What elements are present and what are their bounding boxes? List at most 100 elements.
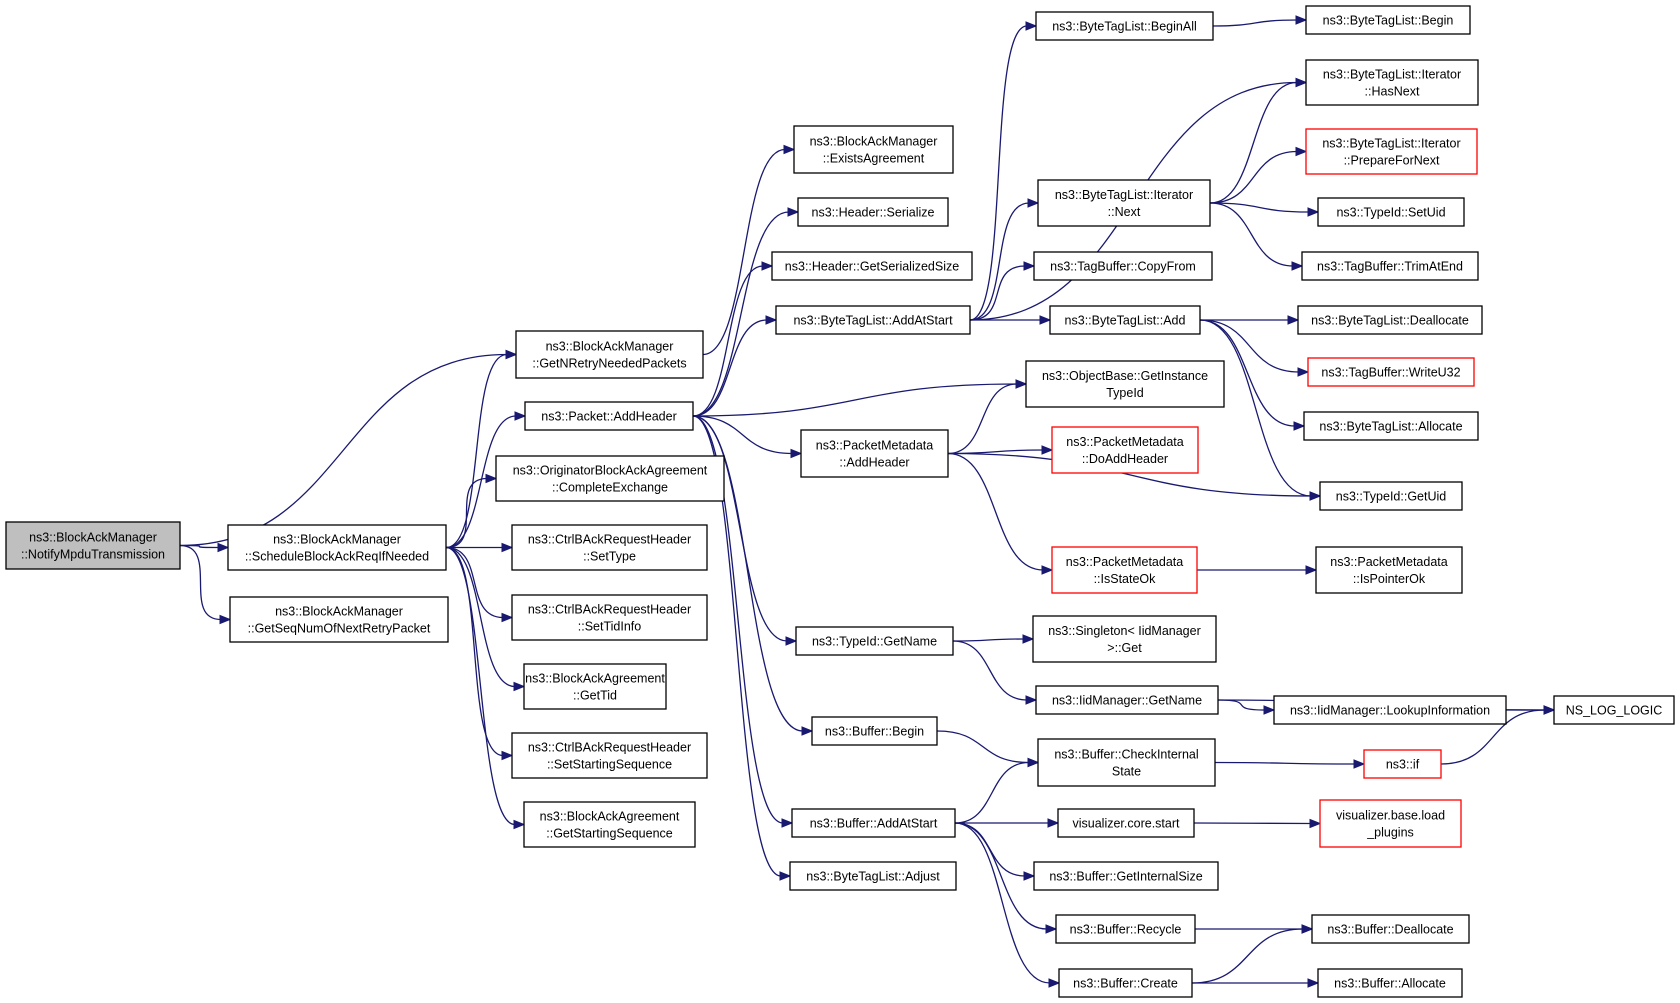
- edge-line: [692, 415, 793, 455]
- node-box: [1319, 481, 1463, 511]
- graph-node-ns3-blockackmanager-existsagreement[interactable]: ns3::BlockAckManager::ExistsAgreement: [793, 125, 954, 174]
- graph-node-visualizer-base-load-plugins[interactable]: visualizer.base.load_plugins: [1319, 799, 1462, 848]
- graph-node-ns3-typeid-setuid[interactable]: ns3::TypeId::SetUid: [1317, 197, 1465, 227]
- node-box: [523, 663, 667, 710]
- graph-node-ns3-bytetaglist-begin[interactable]: ns3::ByteTagList::Begin: [1305, 5, 1471, 35]
- graph-node-ns3-ctrlbackrequestheader-settype[interactable]: ns3::CtrlBAckRequestHeader::SetType: [511, 524, 708, 571]
- graph-node-ns3-buffer-addatstart[interactable]: ns3::Buffer::AddAtStart: [791, 808, 956, 838]
- graph-node-ns3-buffer-create[interactable]: ns3::Buffer::Create: [1058, 968, 1193, 998]
- graph-node-ns3-singleton-iidmanager-get[interactable]: ns3::Singleton< IidManager>::Get: [1032, 615, 1217, 663]
- edge-line: [969, 25, 1028, 321]
- graph-node-ns3-typeid-getname[interactable]: ns3::TypeId::GetName: [795, 626, 954, 656]
- edge-arrowhead: [1023, 261, 1036, 271]
- call-edge-pmaddheader-to-pmdoadd: [947, 445, 1054, 455]
- edge-line: [1217, 699, 1266, 711]
- node-label-line: ns3::BlockAckAgreement: [540, 810, 680, 824]
- call-edge-tidgetname-to-iidgetname: [952, 640, 1038, 705]
- graph-node-ns3-header-getserializedsize[interactable]: ns3::Header::GetSerializedSize: [771, 251, 973, 281]
- call-nodes: ns3::BlockAckManager::NotifyMpduTransmis…: [5, 5, 1675, 998]
- call-edge-addheader-to-btladdatstart: [692, 315, 778, 417]
- node-label-line: ::SetStartingSequence: [547, 758, 672, 772]
- call-edge-bufaddatstart-to-bufcheck: [954, 757, 1040, 824]
- graph-node-ns3-packetmetadata-ispointerok[interactable]: ns3::PacketMetadata::IsPointerOk: [1315, 546, 1463, 594]
- graph-node-ns3-blockackmanager-scheduleblockackreqifneeded[interactable]: ns3::BlockAckManager::ScheduleBlockAckRe…: [227, 524, 447, 571]
- node-box: [789, 861, 957, 891]
- graph-node-ns3-buffer-recycle[interactable]: ns3::Buffer::Recycle: [1055, 914, 1196, 944]
- graph-node-ns3-ctrlbackrequestheader-settidinfo[interactable]: ns3::CtrlBAckRequestHeader::SetTidInfo: [511, 594, 708, 641]
- graph-node-ns3-packetmetadata-addheader[interactable]: ns3::PacketMetadata::AddHeader: [800, 429, 949, 478]
- edge-arrowhead: [1309, 818, 1322, 829]
- graph-node-ns3-bytetaglist-iterator-hasnext[interactable]: ns3::ByteTagList::Iterator::HasNext: [1305, 59, 1479, 106]
- edge-line: [445, 546, 504, 757]
- node-label-line: ::GetStartingSequence: [546, 827, 673, 841]
- graph-node-ns3-bytetaglist-deallocate[interactable]: ns3::ByteTagList::Deallocate: [1297, 305, 1483, 335]
- call-edge-btladd-to-btlalloc: [1199, 319, 1306, 431]
- node-box: [1307, 357, 1475, 387]
- graph-node-ns3-blockackmanager-notifympdutransmission[interactable]: ns3::BlockAckManager::NotifyMpduTransmis…: [5, 521, 181, 570]
- graph-node-ns3-ctrlbackrequestheader-setstartingsequence[interactable]: ns3::CtrlBAckRequestHeader::SetStartingS…: [511, 732, 708, 779]
- graph-node-visualizer-core-start[interactable]: visualizer.core.start: [1057, 808, 1195, 838]
- graph-node-ns3-if[interactable]: ns3::if: [1363, 749, 1442, 779]
- edge-line: [1212, 19, 1298, 27]
- graph-node-ns3-tagbuffer-copyfrom[interactable]: ns3::TagBuffer::CopyFrom: [1033, 251, 1213, 281]
- edge-arrowhead: [801, 726, 814, 736]
- graph-node-ns3-header-serialize[interactable]: ns3::Header::Serialize: [797, 197, 949, 227]
- node-box: [5, 521, 181, 570]
- graph-node-ns3-bytetaglist-add[interactable]: ns3::ByteTagList::Add: [1049, 305, 1201, 335]
- graph-node-ns3-blockackmanager-getseqnumofnextretrypacket[interactable]: ns3::BlockAckManager::GetSeqNumOfNextRet…: [229, 596, 449, 643]
- graph-node-ns3-tagbuffer-writeu32[interactable]: ns3::TagBuffer::WriteU32: [1307, 357, 1475, 387]
- node-label-line: ::ExistsAgreement: [823, 152, 925, 166]
- edge-arrowhead: [1297, 367, 1310, 377]
- graph-node-ns3-bytetaglist-beginall[interactable]: ns3::ByteTagList::BeginAll: [1035, 11, 1214, 41]
- node-label-line: ::SetType: [583, 550, 636, 564]
- node-label-line: ::PrepareForNext: [1344, 154, 1440, 168]
- edge-arrowhead: [1291, 261, 1304, 271]
- node-label-line: ns3::BlockAckManager: [546, 340, 674, 354]
- node-label-line: ns3::ByteTagList::BeginAll: [1052, 20, 1197, 34]
- graph-node-ns3-buffer-deallocate[interactable]: ns3::Buffer::Deallocate: [1311, 914, 1470, 944]
- graph-node-ns3-bytetaglist-addatstart[interactable]: ns3::ByteTagList::AddAtStart: [775, 305, 971, 335]
- edge-arrowhead: [513, 681, 526, 692]
- node-box: [1037, 738, 1216, 787]
- graph-node-ns3-packet-addheader[interactable]: ns3::Packet::AddHeader: [524, 401, 694, 431]
- node-box: [1305, 128, 1478, 175]
- call-edge-pmisstate-to-pmispointer: [1197, 565, 1318, 575]
- graph-node-ns3-iidmanager-lookupinformation[interactable]: ns3::IidManager::LookupInformation: [1273, 695, 1507, 725]
- graph-node-ns3-bytetaglist-iterator-next[interactable]: ns3::ByteTagList::Iterator::Next: [1037, 179, 1211, 227]
- node-label-line: ns3::BlockAckManager: [29, 531, 157, 545]
- node-label-line: ns3::Buffer::Allocate: [1334, 977, 1446, 991]
- call-edge-btlitnext-to-tbtrim: [1209, 202, 1304, 271]
- node-label-line: ::ScheduleBlockAckReqIfNeeded: [245, 550, 429, 564]
- graph-node-ns3-bytetaglist-allocate[interactable]: ns3::ByteTagList::Allocate: [1303, 411, 1479, 441]
- graph-node-ns3-originatorblockackagreement-completeexchange[interactable]: ns3::OriginatorBlockAckAgreement::Comple…: [495, 455, 725, 502]
- edge-line: [445, 546, 504, 619]
- graph-node-ns3-blockackagreement-getstartingsequence[interactable]: ns3::BlockAckAgreement::GetStartingSeque…: [523, 801, 696, 848]
- graph-node-ns3-buffer-begin[interactable]: ns3::Buffer::Begin: [811, 716, 938, 746]
- graph-node-ns3-packetmetadata-isstateok[interactable]: ns3::PacketMetadata::IsStateOk: [1051, 546, 1198, 594]
- graph-node-ns3-blockackmanager-getnretryneededpackets[interactable]: ns3::BlockAckManager::GetNRetryNeededPac…: [515, 330, 704, 379]
- graph-node-ns3-blockackagreement-gettid[interactable]: ns3::BlockAckAgreement::GetTid: [523, 663, 667, 710]
- graph-node-ns3-typeid-getuid[interactable]: ns3::TypeId::GetUid: [1319, 481, 1463, 511]
- edge-line: [692, 415, 784, 824]
- edge-arrowhead: [1293, 421, 1306, 431]
- graph-node-ns3-bytetaglist-iterator-preparefornext[interactable]: ns3::ByteTagList::Iterator::PrepareForNe…: [1305, 128, 1478, 175]
- node-label-line: ns3::BlockAckManager: [273, 533, 401, 547]
- graph-node-ns3-bytetaglist-adjust[interactable]: ns3::ByteTagList::Adjust: [789, 861, 957, 891]
- node-label-line: ns3::ByteTagList::Begin: [1323, 14, 1454, 28]
- call-edge-sched-to-settype: [445, 542, 514, 553]
- edge-arrowhead: [1309, 491, 1322, 501]
- graph-node-ns3-tagbuffer-trimatend[interactable]: ns3::TagBuffer::TrimAtEnd: [1301, 251, 1479, 281]
- graph-node-ns3-packetmetadata-doaddheader[interactable]: ns3::PacketMetadata::DoAddHeader: [1051, 426, 1199, 474]
- graph-node-ns-log-logic[interactable]: NS_LOG_LOGIC: [1553, 695, 1675, 725]
- node-box: [511, 594, 708, 641]
- call-edge-bufaddatstart-to-bufgetsize: [954, 822, 1036, 881]
- graph-node-ns3-buffer-allocate[interactable]: ns3::Buffer::Allocate: [1317, 968, 1463, 998]
- edge-line: [1209, 81, 1298, 204]
- graph-node-ns3-buffer-getinternalsize[interactable]: ns3::Buffer::GetInternalSize: [1033, 861, 1219, 891]
- node-box: [495, 455, 725, 502]
- edge-line: [179, 353, 508, 547]
- node-box: [795, 626, 954, 656]
- graph-node-ns3-iidmanager-getname[interactable]: ns3::IidManager::GetName: [1035, 685, 1219, 715]
